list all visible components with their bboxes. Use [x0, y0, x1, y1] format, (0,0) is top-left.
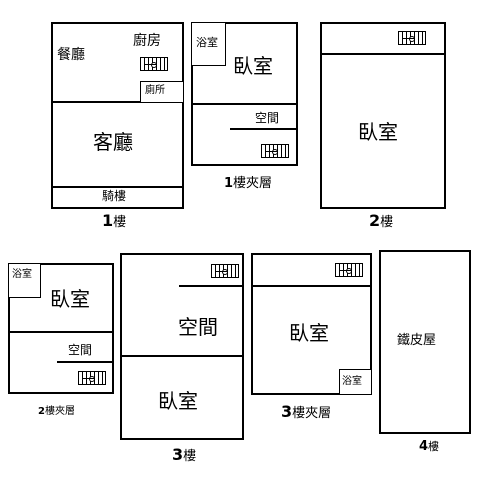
divider [193, 103, 296, 105]
stair-icon [211, 264, 239, 278]
floor-2-caption: 2樓 [369, 211, 394, 230]
floor-2-mezzanine-plan: 浴室 臥室 空間 [8, 263, 114, 394]
room-label-bedroom: 臥室 [233, 54, 273, 78]
divider [53, 101, 182, 103]
divider [230, 128, 296, 130]
room-label-toilet: 廁所 [145, 85, 165, 96]
floor-1-plan: 餐廳 廚房 廁所 客廳 騎樓 [51, 22, 184, 209]
bath-room [191, 22, 226, 66]
divider [253, 285, 370, 287]
toilet-room [140, 81, 184, 103]
room-label-shed: 鐵皮屋 [397, 333, 437, 348]
room-label-dining: 餐廳 [57, 47, 85, 63]
floor-1-mezzanine-caption: 1樓夾層 [224, 176, 273, 191]
divider [179, 285, 242, 287]
room-label-space: 空間 [178, 315, 218, 339]
floor-3-caption: 3樓 [172, 445, 197, 464]
floor-4-plan: 鐵皮屋 [379, 250, 471, 434]
room-label-bath: 浴室 [12, 269, 32, 280]
stair-icon [261, 144, 289, 158]
floor-4-caption: 4樓 [419, 439, 440, 454]
divider [322, 53, 444, 55]
floor-1-mezzanine-plan: 浴室 臥室 空間 [191, 22, 298, 166]
room-label-space: 空間 [255, 111, 280, 125]
floor-2-plan: 臥室 [320, 22, 446, 209]
floor-1-caption: 1樓 [102, 211, 127, 230]
divider [57, 361, 112, 363]
floor-3-mezzanine-plan: 臥室 浴室 [251, 253, 372, 395]
stair-icon [335, 263, 363, 277]
divider [10, 331, 112, 333]
room-label-arcade: 騎樓 [102, 189, 127, 203]
room-label-bedroom: 臥室 [50, 287, 90, 311]
room-label-bedroom: 臥室 [358, 120, 398, 144]
stair-icon [140, 57, 168, 71]
floor-3-mezzanine-caption: 3樓夾層 [281, 402, 332, 421]
stair-icon [78, 371, 106, 385]
stair-icon [398, 31, 426, 45]
floor-2-mezzanine-caption: 2樓夾層 [38, 406, 75, 417]
room-label-living: 客廳 [93, 130, 133, 154]
room-label-bedroom: 臥室 [158, 389, 198, 413]
room-label-bedroom: 臥室 [289, 321, 329, 345]
bath-room [339, 369, 372, 395]
room-label-space: 空間 [68, 343, 93, 357]
bath-room [8, 263, 41, 298]
room-label-kitchen: 廚房 [133, 33, 161, 49]
room-label-bath: 浴室 [342, 376, 362, 387]
floor-3-plan: 空間 臥室 [120, 253, 244, 440]
divider [122, 355, 242, 357]
room-label-bath: 浴室 [196, 36, 218, 49]
divider [53, 186, 182, 188]
